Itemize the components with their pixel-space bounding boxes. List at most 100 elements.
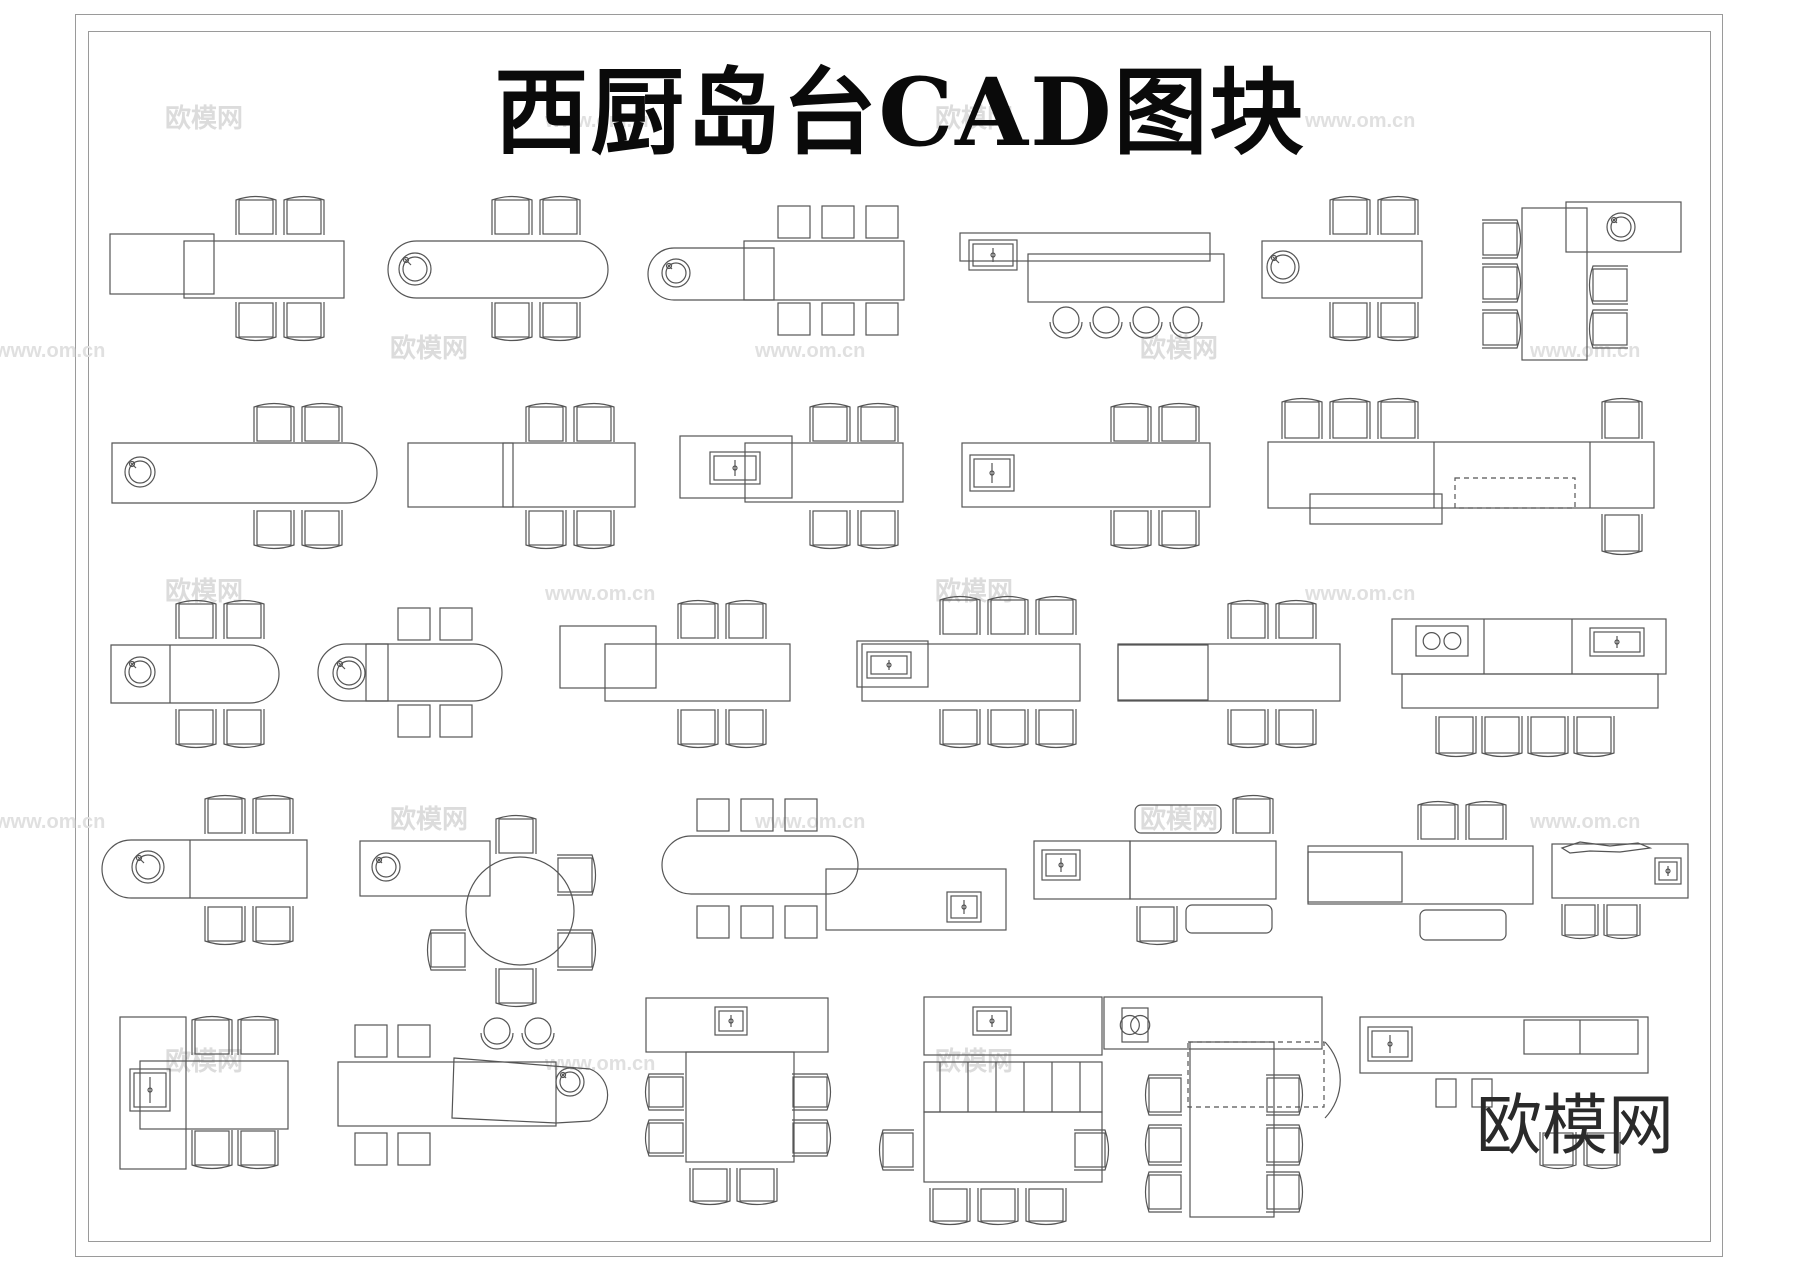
chair xyxy=(253,510,295,550)
rect-sink-inner xyxy=(133,1072,167,1108)
chair xyxy=(1074,1129,1110,1171)
stool xyxy=(354,1132,388,1166)
watermark-url: www.om.cn xyxy=(0,340,105,362)
round-sink xyxy=(371,852,401,882)
chair-part xyxy=(1074,1129,1110,1171)
faucet xyxy=(561,1073,567,1079)
chair xyxy=(1527,716,1569,758)
round-sink xyxy=(124,456,156,488)
chair-part xyxy=(304,406,340,442)
chair-part xyxy=(1278,603,1314,639)
countertop-decor xyxy=(1560,841,1653,854)
chair-part xyxy=(1113,510,1149,546)
chair-part xyxy=(812,406,848,442)
round-stool xyxy=(524,1017,552,1045)
chair-part xyxy=(283,302,325,342)
chair xyxy=(677,709,719,749)
chair xyxy=(283,195,325,235)
chair-part xyxy=(191,1015,233,1055)
chair-part xyxy=(252,794,294,834)
chair-part xyxy=(878,1129,914,1171)
round-stool xyxy=(1092,306,1120,334)
chair-part xyxy=(194,1130,230,1166)
chair-part xyxy=(644,1073,684,1111)
chair-part xyxy=(1158,510,1200,550)
chair xyxy=(1435,716,1477,758)
chair xyxy=(426,929,466,971)
watermark-brand: 欧模网 xyxy=(165,103,243,133)
chair-part xyxy=(1588,265,1628,305)
counter xyxy=(337,1061,557,1127)
chair-part xyxy=(1266,1077,1300,1113)
chair-part xyxy=(1266,1171,1304,1213)
counter xyxy=(923,996,1103,1056)
chair-part xyxy=(1161,406,1197,442)
rect-sink-inner xyxy=(972,243,1014,267)
chair xyxy=(491,302,533,342)
chair-part xyxy=(1278,709,1314,745)
chair xyxy=(525,402,567,442)
chair-part xyxy=(809,510,851,550)
chair xyxy=(792,1119,832,1157)
chair xyxy=(237,1015,279,1055)
chair-part xyxy=(253,402,295,442)
faucet-head xyxy=(336,660,344,668)
chair-part xyxy=(240,1130,276,1166)
watermark-brand: 欧模网 xyxy=(1140,804,1218,834)
counter xyxy=(1117,644,1209,701)
counter xyxy=(685,1051,795,1163)
rect-sink-inner xyxy=(1371,1030,1409,1058)
round-sink xyxy=(131,850,165,884)
island-blocks xyxy=(101,195,1689,1226)
rect-sink xyxy=(1367,1026,1413,1062)
chair-part xyxy=(304,510,340,546)
chair xyxy=(1266,1124,1304,1166)
counter xyxy=(1359,1016,1649,1074)
chair xyxy=(1266,1171,1304,1213)
chair-part xyxy=(1038,599,1074,635)
chair xyxy=(1377,302,1419,342)
chair xyxy=(191,1130,233,1170)
chair-part xyxy=(557,857,593,893)
chair-part xyxy=(680,709,716,745)
rect-sink-inner xyxy=(976,1010,1008,1032)
chair xyxy=(792,1073,832,1111)
chair-part xyxy=(223,709,265,749)
drain xyxy=(886,662,892,668)
chair-part xyxy=(1576,716,1612,754)
stool xyxy=(1435,1078,1457,1108)
watermark-brand: 欧模网 xyxy=(935,576,1013,606)
chair-part xyxy=(1329,195,1371,235)
rect-sink xyxy=(714,1006,748,1036)
dashed-outline xyxy=(1187,1041,1325,1108)
counter xyxy=(743,240,905,301)
drain xyxy=(961,904,967,910)
watermark-brand: 欧模网 xyxy=(1140,333,1218,363)
round-stool xyxy=(1132,306,1160,334)
counter-round-end xyxy=(111,442,378,504)
chair-part xyxy=(256,510,292,546)
chair-part xyxy=(204,906,246,946)
chair-part xyxy=(987,595,1029,635)
counter-extension xyxy=(109,233,215,295)
chair-part xyxy=(191,1130,233,1170)
stool-back xyxy=(1049,321,1083,339)
round-sink-inner xyxy=(1270,254,1296,280)
stool xyxy=(439,704,473,738)
rect-sink xyxy=(1041,849,1081,881)
chair-part xyxy=(557,854,597,896)
chair-part xyxy=(1144,1124,1182,1166)
watermark-url: www.om.cn xyxy=(754,811,865,833)
chair-part xyxy=(495,968,537,1008)
chair-part xyxy=(1482,222,1518,256)
chair xyxy=(677,599,719,639)
chair-part xyxy=(542,199,578,235)
counter-round-end xyxy=(647,247,775,301)
chair-part xyxy=(1035,709,1077,749)
chair-part xyxy=(939,709,981,749)
chair-part xyxy=(1025,1188,1067,1226)
watermark-url: www.om.cn xyxy=(544,583,655,605)
chair xyxy=(1588,309,1628,349)
chair-part xyxy=(1561,904,1599,940)
